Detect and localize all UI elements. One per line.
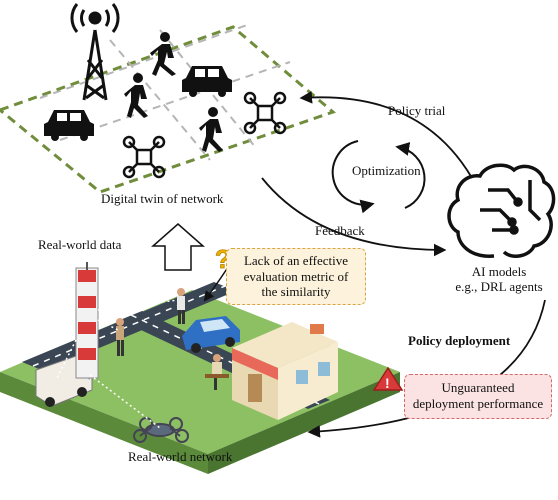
- warning-icon: !: [372, 366, 404, 391]
- callout-line: the similarity: [261, 284, 331, 300]
- warning-line: deployment performance: [412, 396, 544, 412]
- warning-line: Unguaranteed: [441, 380, 515, 395]
- similarity-callout: Lack of an effective evaluation metric o…: [226, 248, 366, 305]
- brain-icon: [447, 163, 556, 258]
- feedback-label: Feedback: [315, 223, 365, 238]
- drone-icon: [122, 135, 166, 179]
- car-icon: [182, 66, 232, 97]
- ai-models-label: AI models e.g., DRL agents: [440, 264, 558, 295]
- pedestrian-icon: [124, 73, 148, 118]
- car-icon: [44, 110, 94, 141]
- real-world-data-label: Real-world data: [38, 237, 122, 252]
- ai-models-example: e.g., DRL agents: [455, 278, 543, 294]
- ai-models-title: AI models: [471, 264, 527, 279]
- digital-twin-label: Digital twin of network: [101, 191, 224, 206]
- up-arrow-icon: [151, 223, 205, 271]
- policy-deployment-label: Policy deployment: [408, 333, 511, 348]
- real-world-network-scene: [0, 262, 400, 474]
- deployment-warning-box: Unguaranteed deployment performance: [404, 374, 552, 419]
- callout-line: evaluation metric of: [243, 268, 349, 284]
- svg-text:!: !: [385, 375, 390, 391]
- pedestrian-icon: [150, 32, 176, 76]
- drone-icon: [243, 91, 287, 135]
- callout-line: Lack of an effective: [243, 253, 349, 268]
- real-world-network-label: Real-world network: [128, 449, 233, 464]
- cell-tower-icon: [70, 3, 120, 101]
- optimization-label: Optimization: [352, 163, 421, 178]
- policy-trial-label: Policy trial: [388, 103, 446, 118]
- pedestrian-icon: [199, 107, 223, 152]
